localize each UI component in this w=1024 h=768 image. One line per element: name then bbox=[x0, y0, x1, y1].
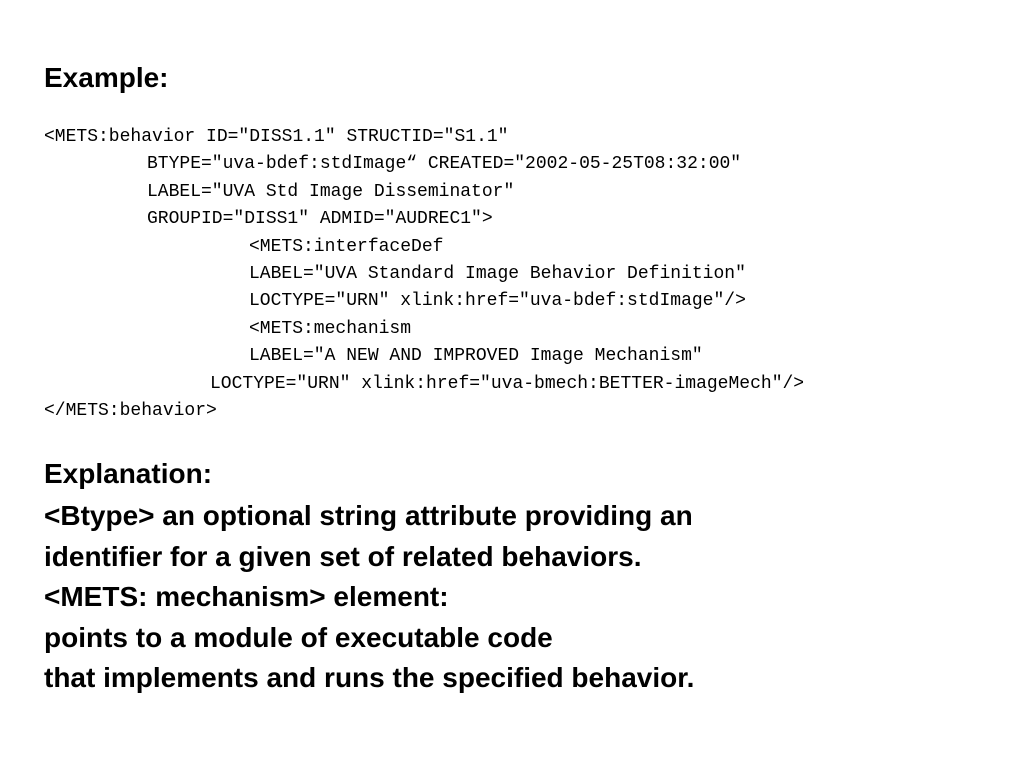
code-line: <METS:mechanism bbox=[249, 318, 412, 339]
explanation-line: points to a module of executable code bbox=[44, 621, 553, 653]
explanation-heading: Explanation: bbox=[44, 458, 213, 489]
code-line: LOCTYPE="URN" xlink:href="uva-bmech:BETT… bbox=[210, 373, 805, 394]
code-line: BTYPE="uva-bdef:stdImage“ CREATED="2002-… bbox=[147, 154, 742, 175]
code-line: LOCTYPE="URN" xlink:href="uva-bdef:stdIm… bbox=[249, 291, 746, 312]
code-line: LABEL="UVA Std Image Disseminator" bbox=[147, 181, 515, 202]
explanation-line: <Btype> an optional string attribute pro… bbox=[44, 500, 693, 531]
explanation-body: <Btype> an optional string attribute pro… bbox=[44, 496, 694, 699]
code-line: GROUPID="DISS1" ADMID="AUDREC1"> bbox=[147, 209, 493, 230]
code-line: <METS:interfaceDef bbox=[249, 236, 444, 257]
example-heading: Example: bbox=[44, 62, 169, 93]
explanation-line: identifier for a given set of related be… bbox=[44, 540, 642, 572]
code-block: <METS:behavior ID="DISS1.1" STRUCTID="S1… bbox=[44, 124, 804, 425]
explanation-line: that implements and runs the specified b… bbox=[44, 662, 695, 693]
code-line: <METS:behavior ID="DISS1.1" STRUCTID="S1… bbox=[44, 127, 509, 147]
explanation-line: <METS: mechanism> element: bbox=[44, 581, 449, 612]
code-line: LABEL="A NEW AND IMPROVED Image Mechanis… bbox=[249, 346, 703, 367]
code-line: LABEL="UVA Standard Image Behavior Defin… bbox=[249, 263, 746, 284]
code-line: </METS:behavior> bbox=[44, 400, 217, 421]
